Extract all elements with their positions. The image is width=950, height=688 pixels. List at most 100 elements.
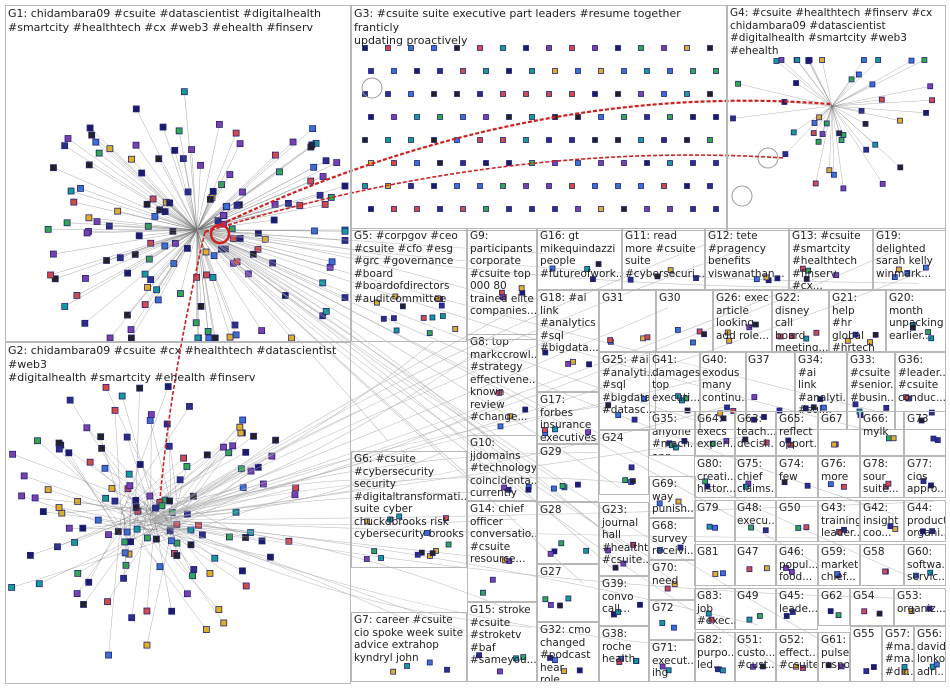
group-box-g51[interactable]: G51: custo... #cust... [734, 632, 776, 682]
group-box-g76[interactable]: G76: more [818, 456, 860, 498]
group-box-g20[interactable]: G20: month unpacking earlier... [886, 290, 946, 352]
group-box-g31[interactable]: G31 [599, 290, 656, 352]
edge-line [196, 128, 313, 231]
group-box-g39[interactable]: G39: convo call... [599, 576, 649, 626]
group-box-g24[interactable]: G24 [599, 430, 649, 495]
group-box-g83[interactable]: G83: job #exec... [694, 588, 736, 630]
edge-line [184, 91, 198, 231]
group-box-g17[interactable]: G17: forbes insurance executives unprece… [537, 392, 599, 444]
graph-node [55, 445, 63, 453]
graph-node [132, 105, 140, 113]
group-box-g77[interactable]: G77: cios appro... [904, 456, 946, 498]
group-box-g50[interactable]: G50 [776, 500, 818, 542]
group-box-g18[interactable]: G18: #ai link #analytics #sql #bigdata..… [537, 290, 599, 392]
group-box-g48[interactable]: G48: execu... [734, 500, 776, 542]
group-box-g12[interactable]: G12: tete #pragency benefits viswanathan… [705, 228, 789, 290]
group-box-g53[interactable]: G53: organiz... [894, 588, 946, 626]
group-box-g62[interactable]: G62 [818, 588, 850, 626]
group-box-g43[interactable]: G43: training leader... [818, 500, 860, 542]
group-box-g67[interactable]: G67 [818, 411, 860, 456]
group-box-g54[interactable]: G54 [850, 588, 894, 626]
graph-node [500, 183, 506, 189]
group-label-g37: G37 [748, 354, 770, 366]
group-box-g49[interactable]: G49 [734, 588, 776, 630]
edge-line [85, 229, 198, 279]
group-box-g81[interactable]: G81 [694, 544, 736, 586]
group-box-g5[interactable]: G5: #corpgov #ceo #csuite #cfo #esg #grc… [351, 228, 467, 342]
graph-node [159, 123, 167, 131]
group-box-g75[interactable]: G75: chief claims... [734, 456, 776, 498]
group-box-g71[interactable]: G71: execut... ihg [649, 640, 696, 682]
group-box-g80[interactable]: G80: creati... histor... [694, 456, 736, 498]
group-box-g47[interactable]: G47 [734, 544, 776, 586]
group-box-g52[interactable]: G52: effect... #csuite [776, 632, 818, 682]
group-box-g28[interactable]: G28 [537, 502, 599, 564]
group-box-g78[interactable]: G78: sour suite... [860, 456, 904, 498]
group-box-g1[interactable]: G1: chidambara09 #csuite #datascientist … [5, 5, 351, 342]
graph-node [576, 667, 583, 674]
graph-node [229, 442, 237, 450]
group-box-g82[interactable]: G82: purpo... led... [694, 632, 736, 682]
group-box-g65[interactable]: G65: reflect opport... [776, 411, 818, 456]
group-box-g32[interactable]: G32: cmo changed #podcast hear role... [537, 622, 599, 682]
group-box-g59[interactable]: G59: market... chief... [818, 544, 860, 586]
group-box-g22[interactable]: G22: disney call board meeting... [772, 290, 829, 352]
graph-node [85, 214, 93, 222]
group-box-g16[interactable]: G16: gt mikequindazzi people #futureofwo… [537, 228, 622, 290]
edge-line [64, 229, 198, 307]
group-box-g11[interactable]: G11: read more #csuite suite #cybersecur… [622, 228, 705, 290]
group-box-g25[interactable]: G25: #ai #analyti... #sql #bigdata #data… [599, 352, 656, 430]
group-box-g13[interactable]: G13: #csuite #smartcity #healthtech #fin… [789, 228, 873, 290]
group-label-g36: G36: #leader... #csuite conduc... [898, 354, 946, 404]
group-box-g4[interactable]: G4: #csuite #healthtech #finserv #cx chi… [727, 5, 946, 231]
group-box-g66[interactable]: G66: mylk [860, 411, 904, 456]
group-box-g38[interactable]: G38: roche health [599, 626, 649, 682]
graph-node [872, 331, 879, 338]
group-box-g14[interactable]: G14: chief officer conversatio... #csuit… [467, 501, 537, 602]
group-box-g9[interactable]: G9: participants corporate #csuite top 0… [467, 228, 537, 340]
group-box-g74[interactable]: G74: few [776, 456, 818, 498]
graph-node [218, 181, 226, 189]
group-box-g45[interactable]: G45: leade... [776, 588, 818, 630]
group-box-g2[interactable]: G2: chidambara09 #csuite #cx #healthtech… [5, 342, 351, 684]
graph-node [319, 279, 327, 287]
group-box-g61[interactable]: G61: pulse respo... [818, 632, 850, 682]
group-box-g21[interactable]: G21: help #hr global #hrtech platform... [829, 290, 886, 352]
graph-node [690, 160, 696, 166]
graph-node [154, 296, 162, 304]
graph-node [132, 141, 140, 149]
graph-node [892, 526, 899, 532]
group-box-g30[interactable]: G30 [656, 290, 713, 352]
group-box-g15[interactable]: G15: stroke #csuite #stroketv #baf #same… [467, 602, 537, 682]
edge-line [24, 475, 172, 527]
group-box-g44[interactable]: G44: product organi... [904, 500, 946, 542]
group-box-g63[interactable]: G63: teach... decisi... [734, 411, 776, 456]
group-box-g23[interactable]: G23: journal hall #healtht... #csuite... [599, 502, 649, 576]
group-box-g64[interactable]: G64: execs experi... [694, 411, 736, 456]
edge-curve [149, 404, 612, 521]
graph-node [713, 114, 719, 120]
group-box-g69[interactable]: G69: way punish... [649, 476, 696, 518]
group-box-g29[interactable]: G29 [537, 444, 599, 502]
group-box-g46[interactable]: G46: popul... food... [776, 544, 818, 586]
group-box-g79[interactable]: G79 [694, 500, 736, 542]
group-box-g73[interactable]: G73 [904, 411, 946, 456]
group-box-g58[interactable]: G58 [860, 544, 904, 586]
group-box-g19[interactable]: G19: delighted sarah kelly winmark... [873, 228, 946, 290]
group-box-g3[interactable]: G3: #csuite suite executive part leaders… [351, 5, 727, 231]
group-box-g6[interactable]: G6: #csuite #cybersecurity security #dig… [351, 451, 467, 568]
group-box-g10[interactable]: G10: jjdomains #technology coincidenta..… [467, 435, 537, 501]
group-box-g42[interactable]: G42: insight coo... [860, 500, 904, 542]
group-box-g72[interactable]: G72 [649, 600, 696, 640]
graph-node [497, 668, 503, 675]
group-box-g27[interactable]: G27 [537, 564, 599, 622]
group-box-g56[interactable]: G56: david lonko adri... [914, 626, 946, 682]
group-box-g57[interactable]: G57: #ma... #ma... #dir... [882, 626, 914, 682]
group-box-g68[interactable]: G68: survey receivi... [649, 518, 696, 560]
group-box-g8[interactable]: G8: top markccrowl... #strategy effectiv… [467, 334, 537, 436]
group-box-g7[interactable]: G7: career #csuite cio spoke week suite … [351, 612, 467, 682]
group-box-g26[interactable]: G26: exec article looking add role... [713, 290, 772, 352]
group-box-g70[interactable]: G70: need [649, 560, 696, 600]
group-box-g55[interactable]: G55 [850, 626, 882, 682]
group-box-g60[interactable]: G60: softwa... servic... [904, 544, 946, 586]
